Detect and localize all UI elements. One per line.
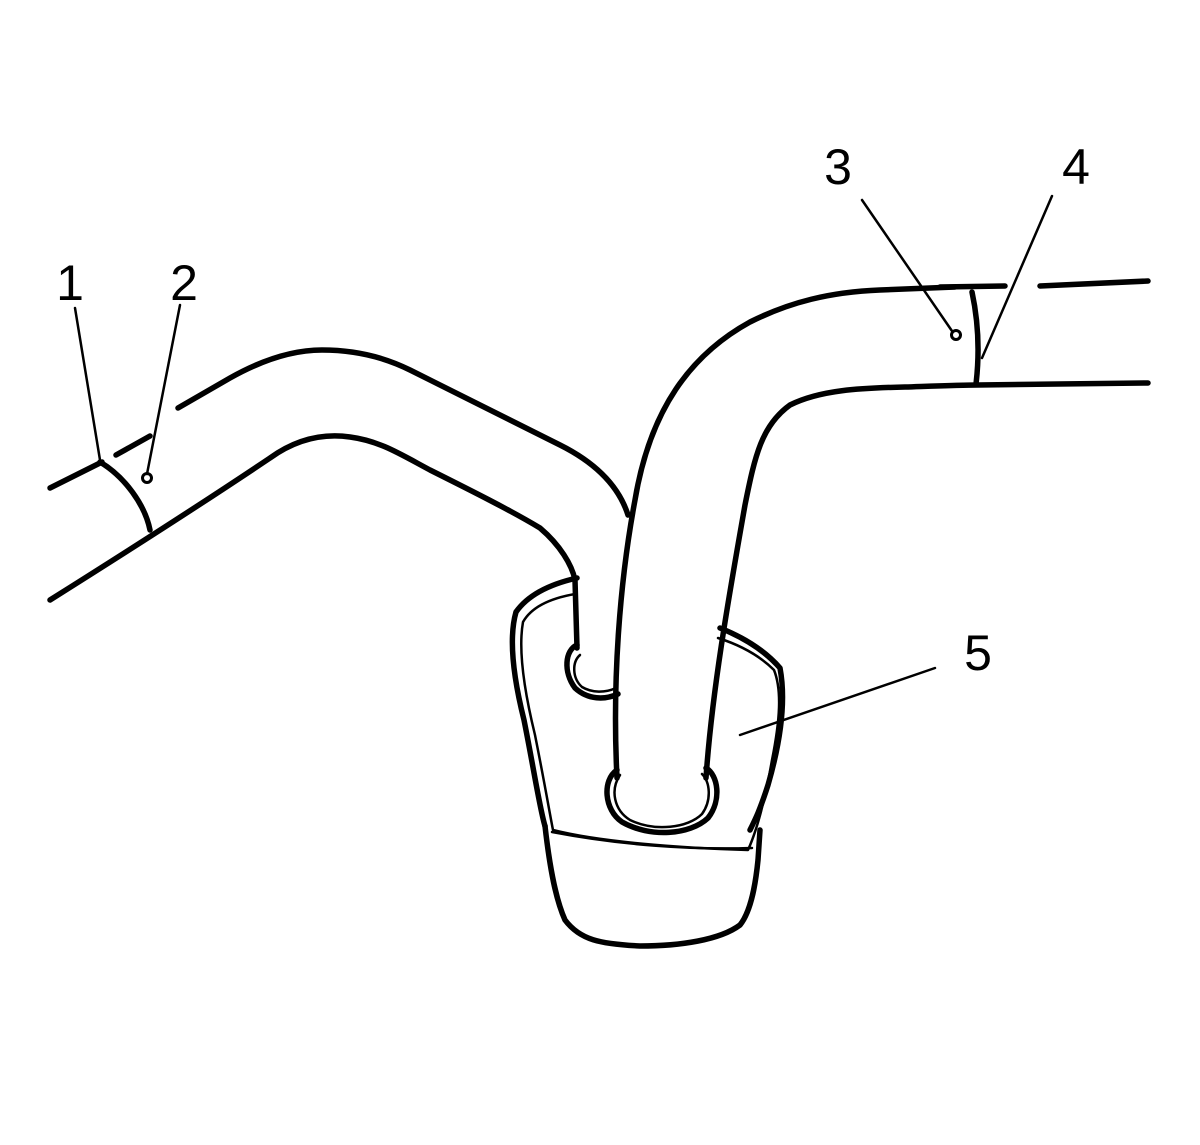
callout-5: 5 [964,625,992,681]
leader-4 [980,194,1054,360]
callout-3: 3 [824,139,852,195]
right-pipe-joint [937,283,1008,290]
leader-3 [860,198,954,333]
callout-4: 4 [1062,139,1090,195]
leader-2 [145,303,182,476]
callout-2: 2 [170,255,198,311]
left-pipe-joint [97,459,153,533]
leader-5 [738,666,937,737]
left-pipe [47,347,631,651]
callout-1: 1 [56,255,84,311]
leader-1 [73,306,102,462]
muffler [509,575,786,949]
right-pipe-joint-seam [969,289,981,387]
right-pipe [612,278,1151,781]
right-pipe-hole [950,329,962,341]
